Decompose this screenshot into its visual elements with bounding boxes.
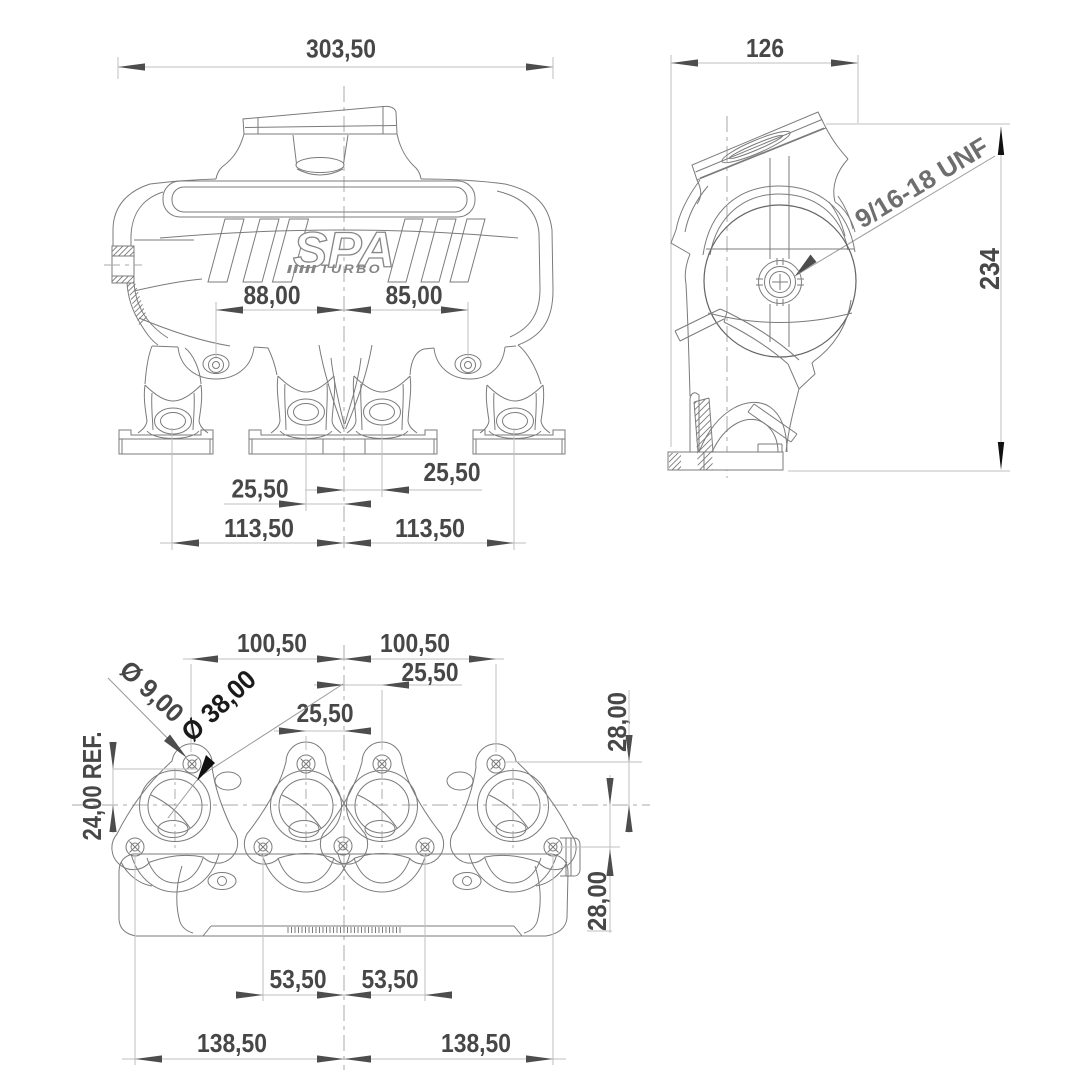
svg-text:126: 126 bbox=[746, 33, 784, 63]
svg-text:138,50: 138,50 bbox=[197, 1028, 267, 1058]
svg-text:25,50: 25,50 bbox=[297, 698, 354, 728]
svg-text:113,50: 113,50 bbox=[395, 513, 465, 543]
svg-text:234: 234 bbox=[974, 248, 1005, 290]
svg-text:88,00: 88,00 bbox=[244, 280, 301, 310]
svg-text:113,50: 113,50 bbox=[224, 513, 294, 543]
svg-text:138,50: 138,50 bbox=[441, 1028, 511, 1058]
svg-text:303,50: 303,50 bbox=[306, 34, 376, 64]
svg-text:100,50: 100,50 bbox=[237, 628, 307, 658]
svg-text:100,50: 100,50 bbox=[380, 628, 450, 658]
svg-text:28,00: 28,00 bbox=[582, 871, 612, 931]
svg-text:24,00 REF.: 24,00 REF. bbox=[77, 732, 107, 841]
svg-text:85,00: 85,00 bbox=[386, 280, 443, 310]
svg-text:TURBO: TURBO bbox=[320, 262, 382, 276]
svg-text:SPA: SPA bbox=[293, 222, 395, 278]
svg-text:25,50: 25,50 bbox=[424, 457, 481, 487]
svg-text:25,50: 25,50 bbox=[232, 474, 289, 504]
svg-text:53,50: 53,50 bbox=[362, 964, 419, 994]
svg-text:53,50: 53,50 bbox=[270, 964, 327, 994]
svg-text:25,50: 25,50 bbox=[402, 657, 459, 687]
